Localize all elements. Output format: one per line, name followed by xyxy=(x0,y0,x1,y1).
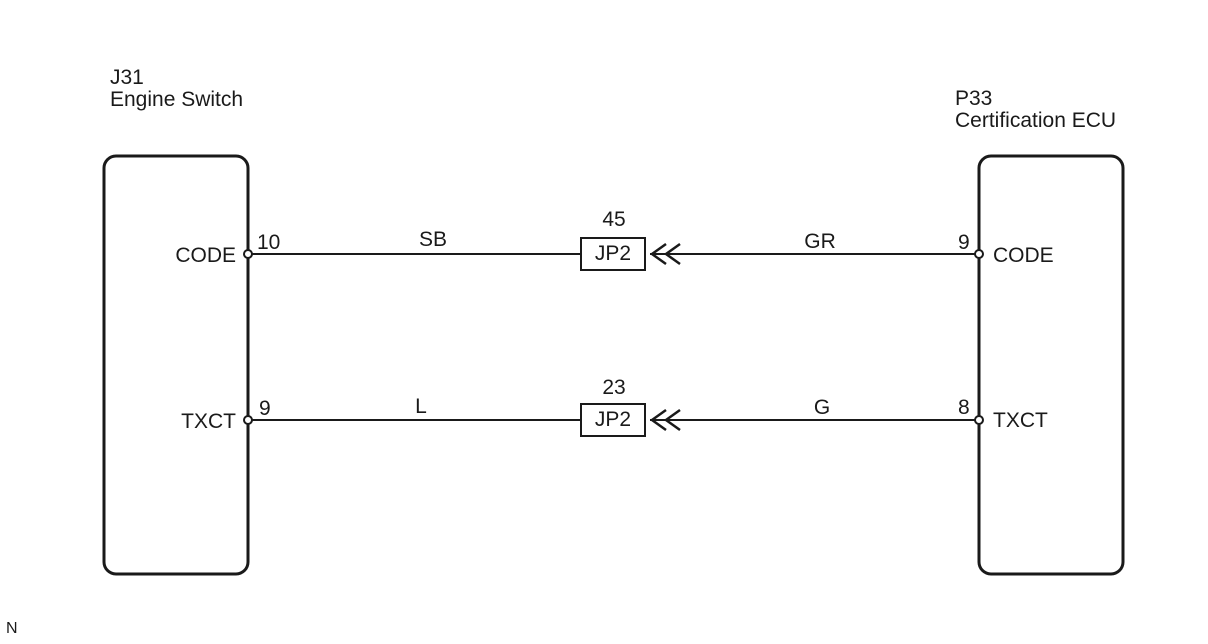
wire-color-gr: GR xyxy=(804,230,836,253)
terminal-right-txct xyxy=(974,415,984,425)
connector-chevron-txct-icon xyxy=(649,408,681,432)
junction-connector-jp2-txct: JP2 xyxy=(580,403,646,437)
junction-pin-45: 45 xyxy=(602,208,626,231)
engine-switch-box xyxy=(102,154,250,576)
right-ecu-name: Certification ECU xyxy=(955,109,1117,132)
wire-color-l: L xyxy=(415,395,427,418)
wire-color-sb: SB xyxy=(418,228,448,251)
terminal-left-code xyxy=(243,249,253,259)
left-ecu-name: Engine Switch xyxy=(110,88,244,111)
left-pin-code: 10 xyxy=(257,231,281,254)
junction-connector-jp2-code: JP2 xyxy=(580,237,646,271)
terminal-left-txct xyxy=(243,415,253,425)
certification-ecu-box xyxy=(977,154,1125,576)
connector-chevron-code-icon xyxy=(649,242,681,266)
wire-color-g: G xyxy=(813,396,831,419)
right-signal-code: CODE xyxy=(993,244,1054,267)
terminal-right-code xyxy=(974,249,984,259)
right-signal-txct: TXCT xyxy=(993,409,1048,432)
right-pin-code: 9 xyxy=(958,231,970,254)
right-ecu-code: P33 xyxy=(955,87,993,110)
left-pin-txct: 9 xyxy=(259,397,271,420)
left-ecu-code: J31 xyxy=(110,66,144,89)
left-signal-txct: TXCT xyxy=(181,410,236,433)
junction-pin-23: 23 xyxy=(602,376,626,399)
corner-mark: N xyxy=(6,620,18,637)
right-pin-txct: 8 xyxy=(958,396,970,419)
left-signal-code: CODE xyxy=(175,244,236,267)
